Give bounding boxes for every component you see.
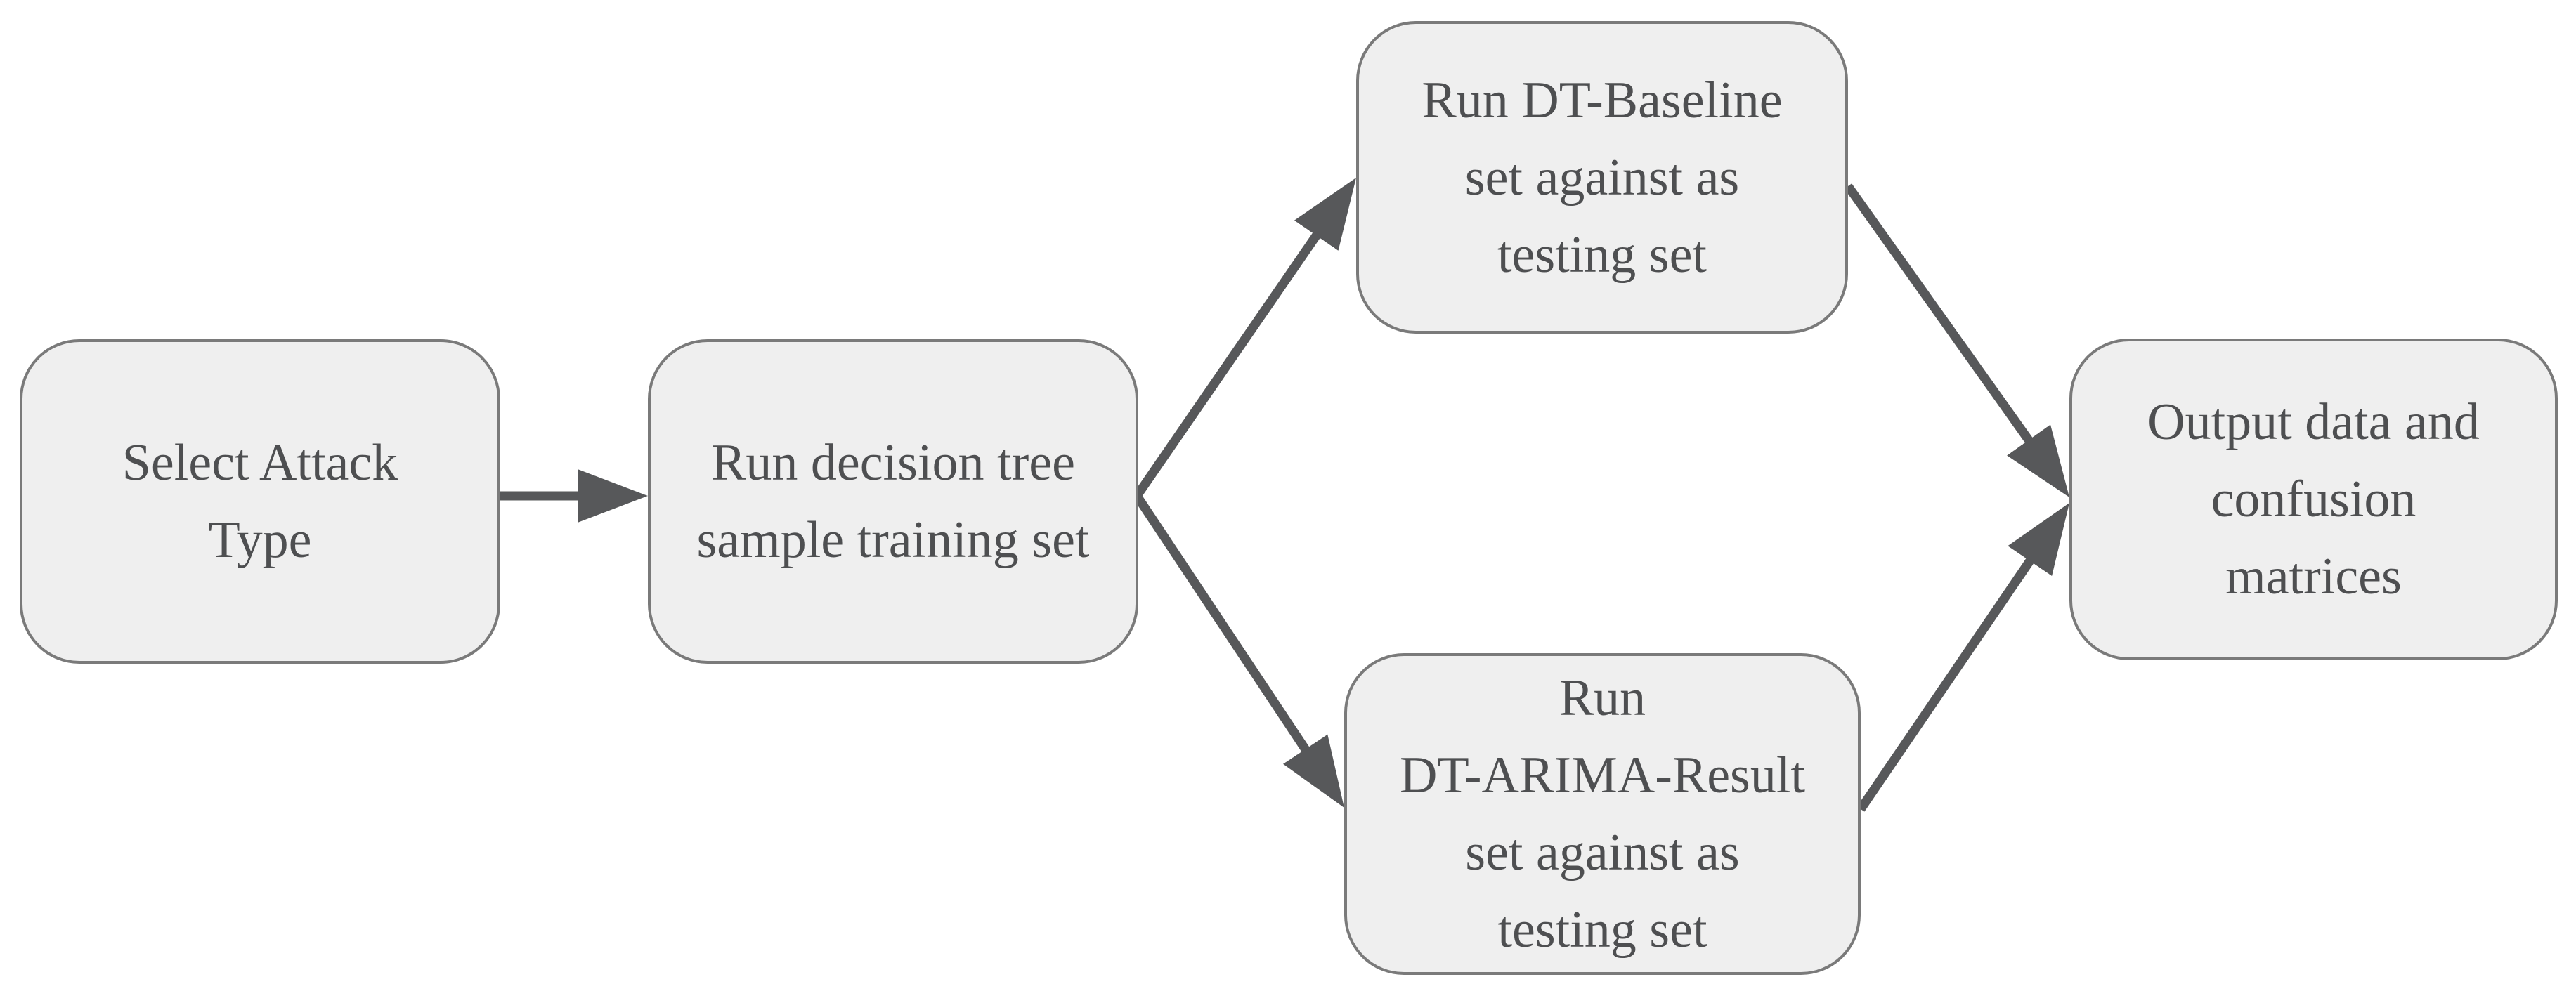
- node-label: Run DT-ARIMA-Result set against as testi…: [1400, 669, 1805, 959]
- node-run-dt-arima-result: Run DT-ARIMA-Result set against as testi…: [1344, 653, 1861, 975]
- node-label: Select Attack Type: [122, 434, 398, 569]
- node-label: Run DT-Baseline set against as testing s…: [1422, 71, 1783, 284]
- node-label: Output data and confusion matrices: [2147, 393, 2480, 605]
- arrow-run-dt-arima-result-to-output-data: [1856, 502, 2070, 812]
- node-select-attack-type: Select Attack Type: [20, 339, 500, 664]
- arrow-run-dt-baseline-to-output-data: [1844, 183, 2069, 498]
- arrow-run-decision-tree-to-run-dt-baseline: [1133, 178, 1356, 499]
- node-label: Run decision tree sample training set: [696, 434, 1090, 569]
- arrow-run-decision-tree-to-run-dt-arima-result: [1133, 493, 1344, 808]
- node-run-decision-tree: Run decision tree sample training set: [648, 339, 1138, 664]
- node-run-dt-baseline: Run DT-Baseline set against as testing s…: [1356, 21, 1848, 334]
- node-output-data: Output data and confusion matrices: [2069, 339, 2558, 660]
